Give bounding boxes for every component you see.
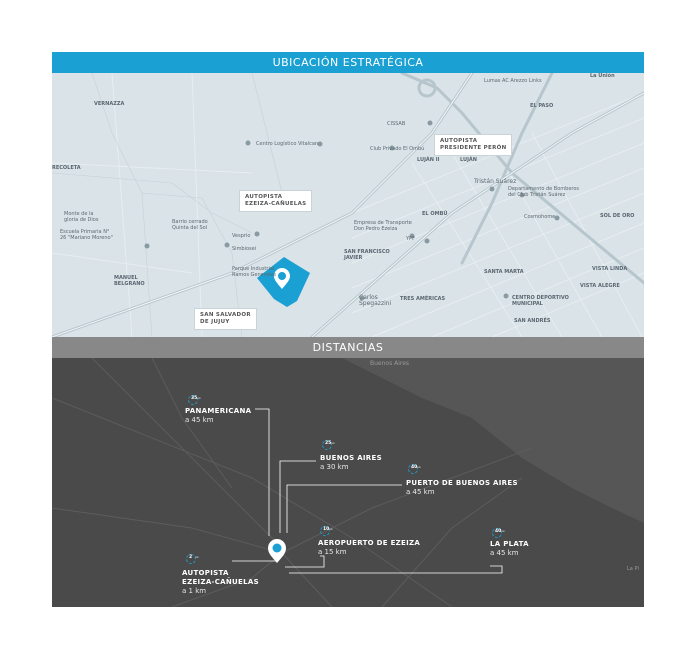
label-la-union: La Unión	[590, 73, 615, 79]
label-lujan: LUJÁN	[460, 157, 477, 163]
label-la-plata-city: La Pl	[627, 566, 639, 572]
destination-la-plata: LA PLATA a 45 km	[490, 540, 529, 557]
label-cissab: CISSAB	[387, 121, 406, 127]
callout-presidente-peron: AUTOPISTA PRESIDENTE PERÓN	[434, 134, 513, 156]
label-club-privado: Club Privado El Ombú	[370, 146, 425, 152]
label-recoleta: RECOLETA	[52, 165, 81, 171]
destination-puerto-buenos-aires: PUERTO DE BUENOS AIRES a 45 km	[406, 479, 518, 496]
distances-map-lines	[52, 358, 644, 607]
ubicacion-header: UBICACIÓN ESTRATÉGICA	[52, 52, 644, 73]
label-el-ombu: EL OMBÚ	[422, 211, 448, 217]
distancias-title: DISTANCIAS	[312, 341, 384, 354]
label-buenos-aires-city: Buenos Aires	[370, 360, 410, 367]
label-cosmohome: Cosmohome	[524, 214, 556, 220]
destination-buenos-aires: BUENOS AIRES a 30 km	[320, 454, 382, 471]
label-san-francisco: SAN FRANCISCO JAVIER	[344, 249, 390, 261]
label-vista-linda: VISTA LINDA	[592, 266, 628, 272]
destination-panamericana: PANAMERICANA a 45 km	[185, 407, 252, 424]
label-parque-industrial: Parque Industrial Ramos Generales	[232, 266, 276, 278]
label-vesprio: Vesprio	[232, 233, 251, 239]
label-barrio-cerrado: Barrio cerrado Quinta del Sol	[172, 219, 208, 231]
distancias-header: DISTANCIAS	[52, 337, 644, 358]
label-centro-logistico: Centro Logístico Vitalcan	[256, 141, 319, 147]
callout-ezeiza-canuelas: AUTOPISTA EZEIZA-CAÑUELAS	[239, 190, 313, 212]
label-simbiosei: Simbiosei	[232, 246, 257, 252]
label-vista-alegre: VISTA ALEGRE	[580, 283, 620, 289]
location-map[interactable]: VERNAZZA RECOLETA MANUEL BELGRANO Monte …	[52, 73, 644, 337]
label-monte-gloria: Monte de la gloria de Dios	[64, 211, 99, 223]
location-map-roads	[52, 73, 644, 337]
label-santa-marta: SANTA MARTA	[484, 269, 524, 275]
destination-aeropuerto-ezeiza: AEROPUERTO DE EZEIZA a 15 km	[318, 539, 421, 556]
destination-autopista-ezeiza-canuelas: AUTOPISTA EZEIZA-CAÑUELAS a 1 km	[182, 569, 259, 595]
label-ypf: YPF	[406, 236, 415, 242]
label-vernazza: VERNAZZA	[94, 101, 125, 107]
ubicacion-title: UBICACIÓN ESTRATÉGICA	[272, 56, 424, 69]
label-lujan-2: LUJÁN II	[417, 157, 440, 163]
label-tres-americas: TRES AMÉRICAS	[400, 296, 446, 302]
label-departamento-bomberos: Departamento de Bomberos del Club Tristá…	[508, 186, 580, 198]
label-carlos-spegazzini: Carlos Spegazzini	[359, 294, 392, 307]
label-el-paso: EL PASO	[530, 103, 554, 109]
label-empresa-transporte: Empresa de Transporte Don Pedro Ezeiza	[354, 220, 412, 232]
label-lumas: Lumas AC Arezzo Links	[484, 78, 542, 84]
label-sol-de-oro: SOL DE ORO	[600, 213, 635, 219]
label-escuela: Escuela Primaria N° 26 "Mariano Moreno"	[60, 229, 113, 241]
callout-san-salvador: SAN SALVADOR DE JUJUY	[194, 308, 257, 330]
label-tristan-suarez: Tristán Suárez	[474, 178, 517, 185]
label-san-andres: SAN ANDRÉS	[514, 318, 551, 324]
label-manuel-belgrano: MANUEL BELGRANO	[114, 275, 145, 287]
label-centro-deportivo: CENTRO DEPORTIVO MUNICIPAL	[512, 295, 569, 307]
